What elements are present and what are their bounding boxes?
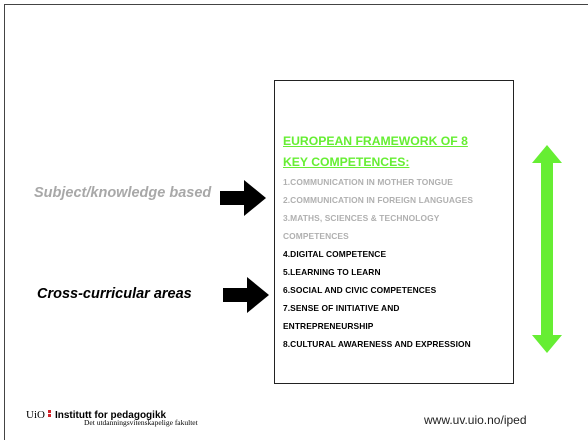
competence-item: 5.LEARNING TO LEARN xyxy=(283,267,381,277)
uio-logo-text: UiO xyxy=(26,409,45,421)
competence-item: 2.COMMUNICATION IN FOREIGN LANGUAGES xyxy=(283,195,474,205)
competence-item: ENTREPRENEURSHIP xyxy=(283,321,374,331)
competence-item: 8.CULTURAL AWARENESS AND EXPRESSION xyxy=(283,339,471,349)
competence-item: 7.SENSE OF INITIATIVE AND xyxy=(283,303,400,313)
competences-box: EUROPEAN FRAMEWORK OF 8 KEY COMPETENCES:… xyxy=(274,80,514,384)
competence-item: 3.MATHS, SCIENCES & TECHNOLOGY xyxy=(283,213,440,223)
competence-item: COMPETENCES xyxy=(283,231,349,241)
slide-frame-top-border xyxy=(4,4,588,5)
slide-frame-left-border xyxy=(4,4,5,440)
right-arrow-icon xyxy=(220,180,266,216)
competence-item: 6.SOCIAL AND CIVIC COMPETENCES xyxy=(283,285,437,295)
double-headed-vertical-arrow-icon xyxy=(532,145,562,353)
footer-url: www.uv.uio.no/iped xyxy=(424,413,527,427)
institute-name: Institutt for pedagogikk xyxy=(54,410,167,421)
uio-logo-icon xyxy=(47,410,52,419)
framework-heading-line1: EUROPEAN FRAMEWORK OF 8 xyxy=(283,134,468,148)
framework-heading-line2: KEY COMPETENCES: xyxy=(283,155,410,169)
uio-logo: UiO Institutt for pedagogikk Det utdannin… xyxy=(26,405,198,427)
competence-item: 4.DIGITAL COMPETENCE xyxy=(283,249,387,259)
competence-item: 1.COMMUNICATION IN MOTHER TONGUE xyxy=(283,177,453,187)
subject-knowledge-label: Subject/knowledge based xyxy=(34,185,212,201)
right-arrow-icon xyxy=(223,277,269,313)
faculty-name: Det utdanningsvitenskapelige fakultet xyxy=(84,418,198,427)
cross-curricular-label: Cross-curricular areas xyxy=(37,286,192,302)
